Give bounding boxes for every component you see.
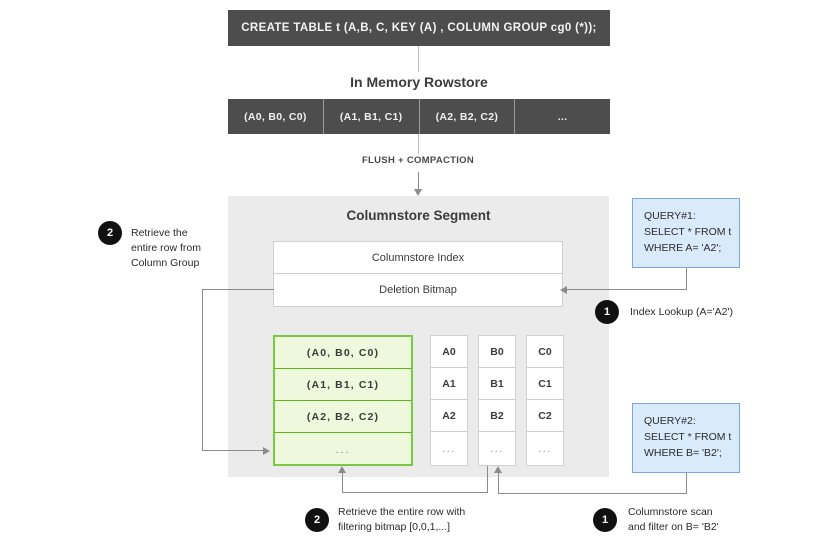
connector-query2-up-to-column-b [498,472,500,494]
caption-line: entire row from [131,242,202,254]
caption-index-lookup: Index Lookup (A='A2') [630,305,810,320]
step-badge-1-index-lookup: 1 [595,300,619,324]
rowstore-cell: (A1, B1, C1) [324,99,420,134]
connector-bitmap-left-segment [202,289,274,291]
query1-line: SELECT * FROM t [644,226,732,238]
query2-box: QUERY#2: SELECT * FROM t WHERE B= 'B2'; [632,403,740,473]
connector-query2-vertical [686,473,688,494]
column-cell: ... [538,442,552,455]
rowstore-cell: ... [557,110,568,123]
step-badge-2-retrieve-row-colgroup: 2 [98,221,122,245]
query2-line: WHERE B= 'B2'; [644,447,722,459]
column-box-b: B0 B1 B2 ... [478,335,516,466]
column-cell: ... [490,442,504,455]
column-cell: A1 [431,368,467,400]
column-cell: ... [442,442,456,455]
caption-line: Index Lookup (A='A2') [630,306,733,318]
query2-line: SELECT * FROM t [644,431,732,443]
caption-line: filtering bitmap [0,0,1,...] [338,521,451,533]
rowstore-cell: (A2, B2, C2) [420,99,516,134]
column-group-row: ... [335,443,351,456]
arrow-up-icon [494,466,502,473]
column-group-row: (A1, B1, C1) [275,369,411,401]
connector-step2-right-vertical [487,466,489,493]
rowstore-title: In Memory Rowstore [350,74,488,90]
column-cell: C0 [527,336,563,368]
caption-line: Column Group [131,257,200,269]
column-box-a: A0 A1 A2 ... [430,335,468,466]
column-group-row: (A0, B0, C0) [275,337,411,369]
connector-flush-to-segment [418,172,420,190]
flush-compaction-label: FLUSH + COMPACTION [361,155,475,166]
deletion-bitmap-box: Deletion Bitmap [273,274,563,307]
column-group-row: (A2, B2, C2) [275,401,411,433]
column-cell: B1 [479,368,515,400]
caption-retrieve-row-bitmap: Retrieve the entire row with filtering b… [338,505,538,535]
column-cell: B0 [479,336,515,368]
arrow-right-icon [263,446,270,455]
caption-columnstore-scan: Columnstore scan and filter on B= 'B2' [628,505,808,535]
column-cell: A0 [431,336,467,368]
connector-query2-horizontal [498,493,687,495]
arrow-down-icon [414,189,422,196]
caption-line: Columnstore scan [628,506,713,518]
query1-line: WHERE A= 'A2'; [644,242,722,254]
connector-step2-up-to-colgroup [342,472,344,493]
arrow-left-icon [560,285,567,294]
columnstore-index-box: Columnstore Index [273,241,563,274]
rowstore-cell: (A0, B0, C0) [228,99,324,134]
query1-line: QUERY#1: [644,210,696,222]
connector-createtable-to-rowstore [418,46,419,72]
connector-step2-horizontal [342,492,488,494]
caption-line: Retrieve the [131,227,188,239]
arrow-up-icon [338,466,346,473]
connector-left-vertical [202,289,204,451]
create-table-sql-text: CREATE TABLE t (A,B, C, KEY (A) , COLUMN… [241,22,597,34]
column-group-box: (A0, B0, C0) (A1, B1, C1) (A2, B2, C2) .… [273,335,413,466]
connector-left-to-colgroup [202,450,264,452]
connector-query1-vertical [686,268,688,290]
caption-line: and filter on B= 'B2' [628,521,719,533]
query2-line: QUERY#2: [644,415,696,427]
create-table-statement-box: CREATE TABLE t (A,B, C, KEY (A) , COLUMN… [228,10,610,46]
column-box-c: C0 C1 C2 ... [526,335,564,466]
query1-box: QUERY#1: SELECT * FROM t WHERE A= 'A2'; [632,198,740,268]
connector-rowstore-to-flush [418,134,419,154]
caption-line: Retrieve the entire row with [338,506,466,518]
caption-retrieve-row-colgroup: Retrieve the entire row from Column Grou… [131,226,231,271]
rowstore-cells-container: (A0, B0, C0) (A1, B1, C1) (A2, B2, C2) .… [228,99,610,134]
columnstore-segment-title: Columnstore Segment [346,208,491,223]
column-cell: B2 [479,400,515,432]
connector-query1-to-segment [566,289,687,291]
step-badge-2-retrieve-row-bitmap: 2 [305,508,329,532]
step-badge-1-columnstore-scan: 1 [593,508,617,532]
column-cell: C1 [527,368,563,400]
column-cell: A2 [431,400,467,432]
column-cell: C2 [527,400,563,432]
